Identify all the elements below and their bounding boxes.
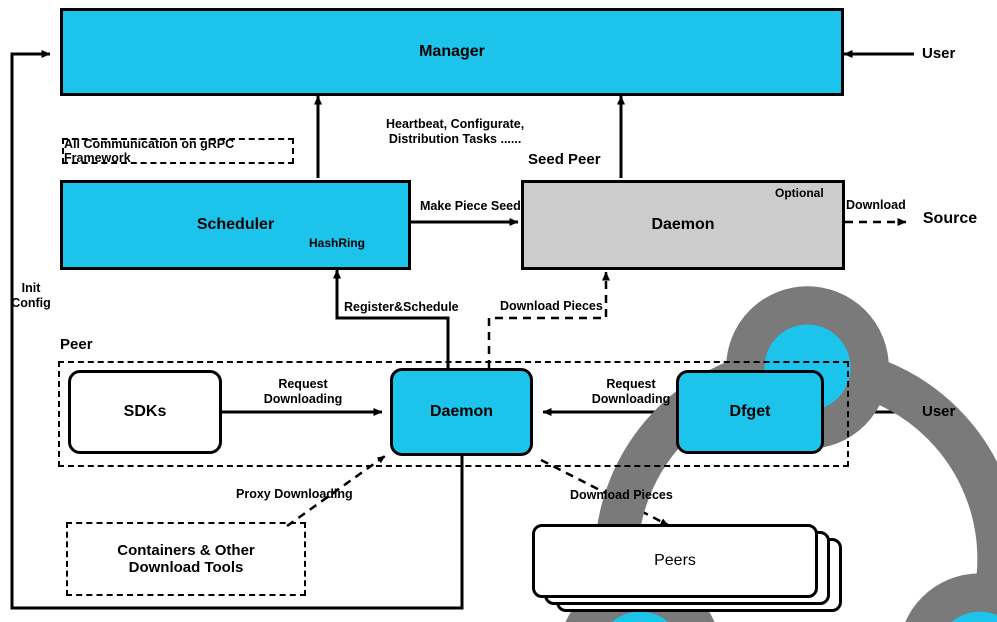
user-top-label: User [922, 45, 956, 62]
edge-label-dfget-request: Request Downloading [591, 377, 671, 406]
node-manager[interactable]: Manager [60, 8, 844, 96]
edge-download-pieces-peers [540, 458, 669, 527]
peer-group-label: Peer [60, 336, 93, 353]
user-bottom-label: User [922, 403, 956, 420]
source-label: Source [922, 210, 978, 227]
node-scheduler[interactable]: Scheduler [60, 180, 411, 270]
peer-daemon-label: Daemon [429, 403, 494, 420]
edge-init-config [10, 50, 464, 610]
edge-register-schedule [333, 269, 450, 368]
node-peer-daemon[interactable]: Daemon [390, 368, 533, 456]
seed-peer-group-label: Seed Peer [528, 151, 601, 168]
node-sdks[interactable]: SDKs [68, 370, 222, 454]
containers-label: Containers & Other Download Tools [117, 542, 255, 576]
scheduler-label: Scheduler [196, 216, 275, 233]
edge-label-make-piece-seed: Make Piece Seed [420, 199, 521, 213]
node-source[interactable]: Source [908, 172, 992, 272]
edge-proxy-downloading [286, 454, 386, 528]
dfget-label: Dfget [729, 403, 771, 420]
edge-label-download-pieces-seed: Download Pieces [500, 299, 603, 313]
edge-label-register-schedule: Register&Schedule [344, 300, 459, 314]
manager-label: Manager [419, 43, 485, 60]
edge-label-download-source: Download [846, 198, 906, 212]
edge-label-proxy-downloading: Proxy Downloading [236, 487, 353, 501]
grpc-note-label: All Communication on gRPC Framework [64, 137, 235, 165]
edge-label-heartbeat: Heartbeat, Configurate, Distribution Tas… [386, 117, 525, 146]
database-cylinder-icon [908, 172, 997, 622]
node-containers-download-tools[interactable]: Containers & Other Download Tools [66, 522, 306, 596]
edge-label-download-pieces-peers: Download Pieces [570, 488, 673, 502]
edge-download-pieces-seed [487, 271, 610, 368]
sdks-label: SDKs [123, 403, 167, 420]
seed-daemon-label: Daemon [651, 216, 715, 233]
peer-group-container [58, 361, 849, 467]
scheduler-hashring-badge: HashRing [309, 236, 997, 622]
peers-label: Peers [654, 552, 696, 569]
edge-label-sdk-request: Request Downloading [263, 377, 343, 406]
note-grpc-framework: All Communication on gRPC Framework [62, 137, 294, 165]
hashring-label: HashRing [309, 236, 366, 250]
seed-daemon-optional-tag: Optional [775, 186, 824, 200]
peers-stack-card-front: Peers [532, 524, 818, 598]
edge-label-init-config: Init Config [11, 281, 51, 310]
node-dfget[interactable]: Dfget [676, 370, 824, 454]
node-peers[interactable]: Peers [532, 524, 842, 612]
node-seed-daemon[interactable]: Daemon [521, 180, 845, 270]
